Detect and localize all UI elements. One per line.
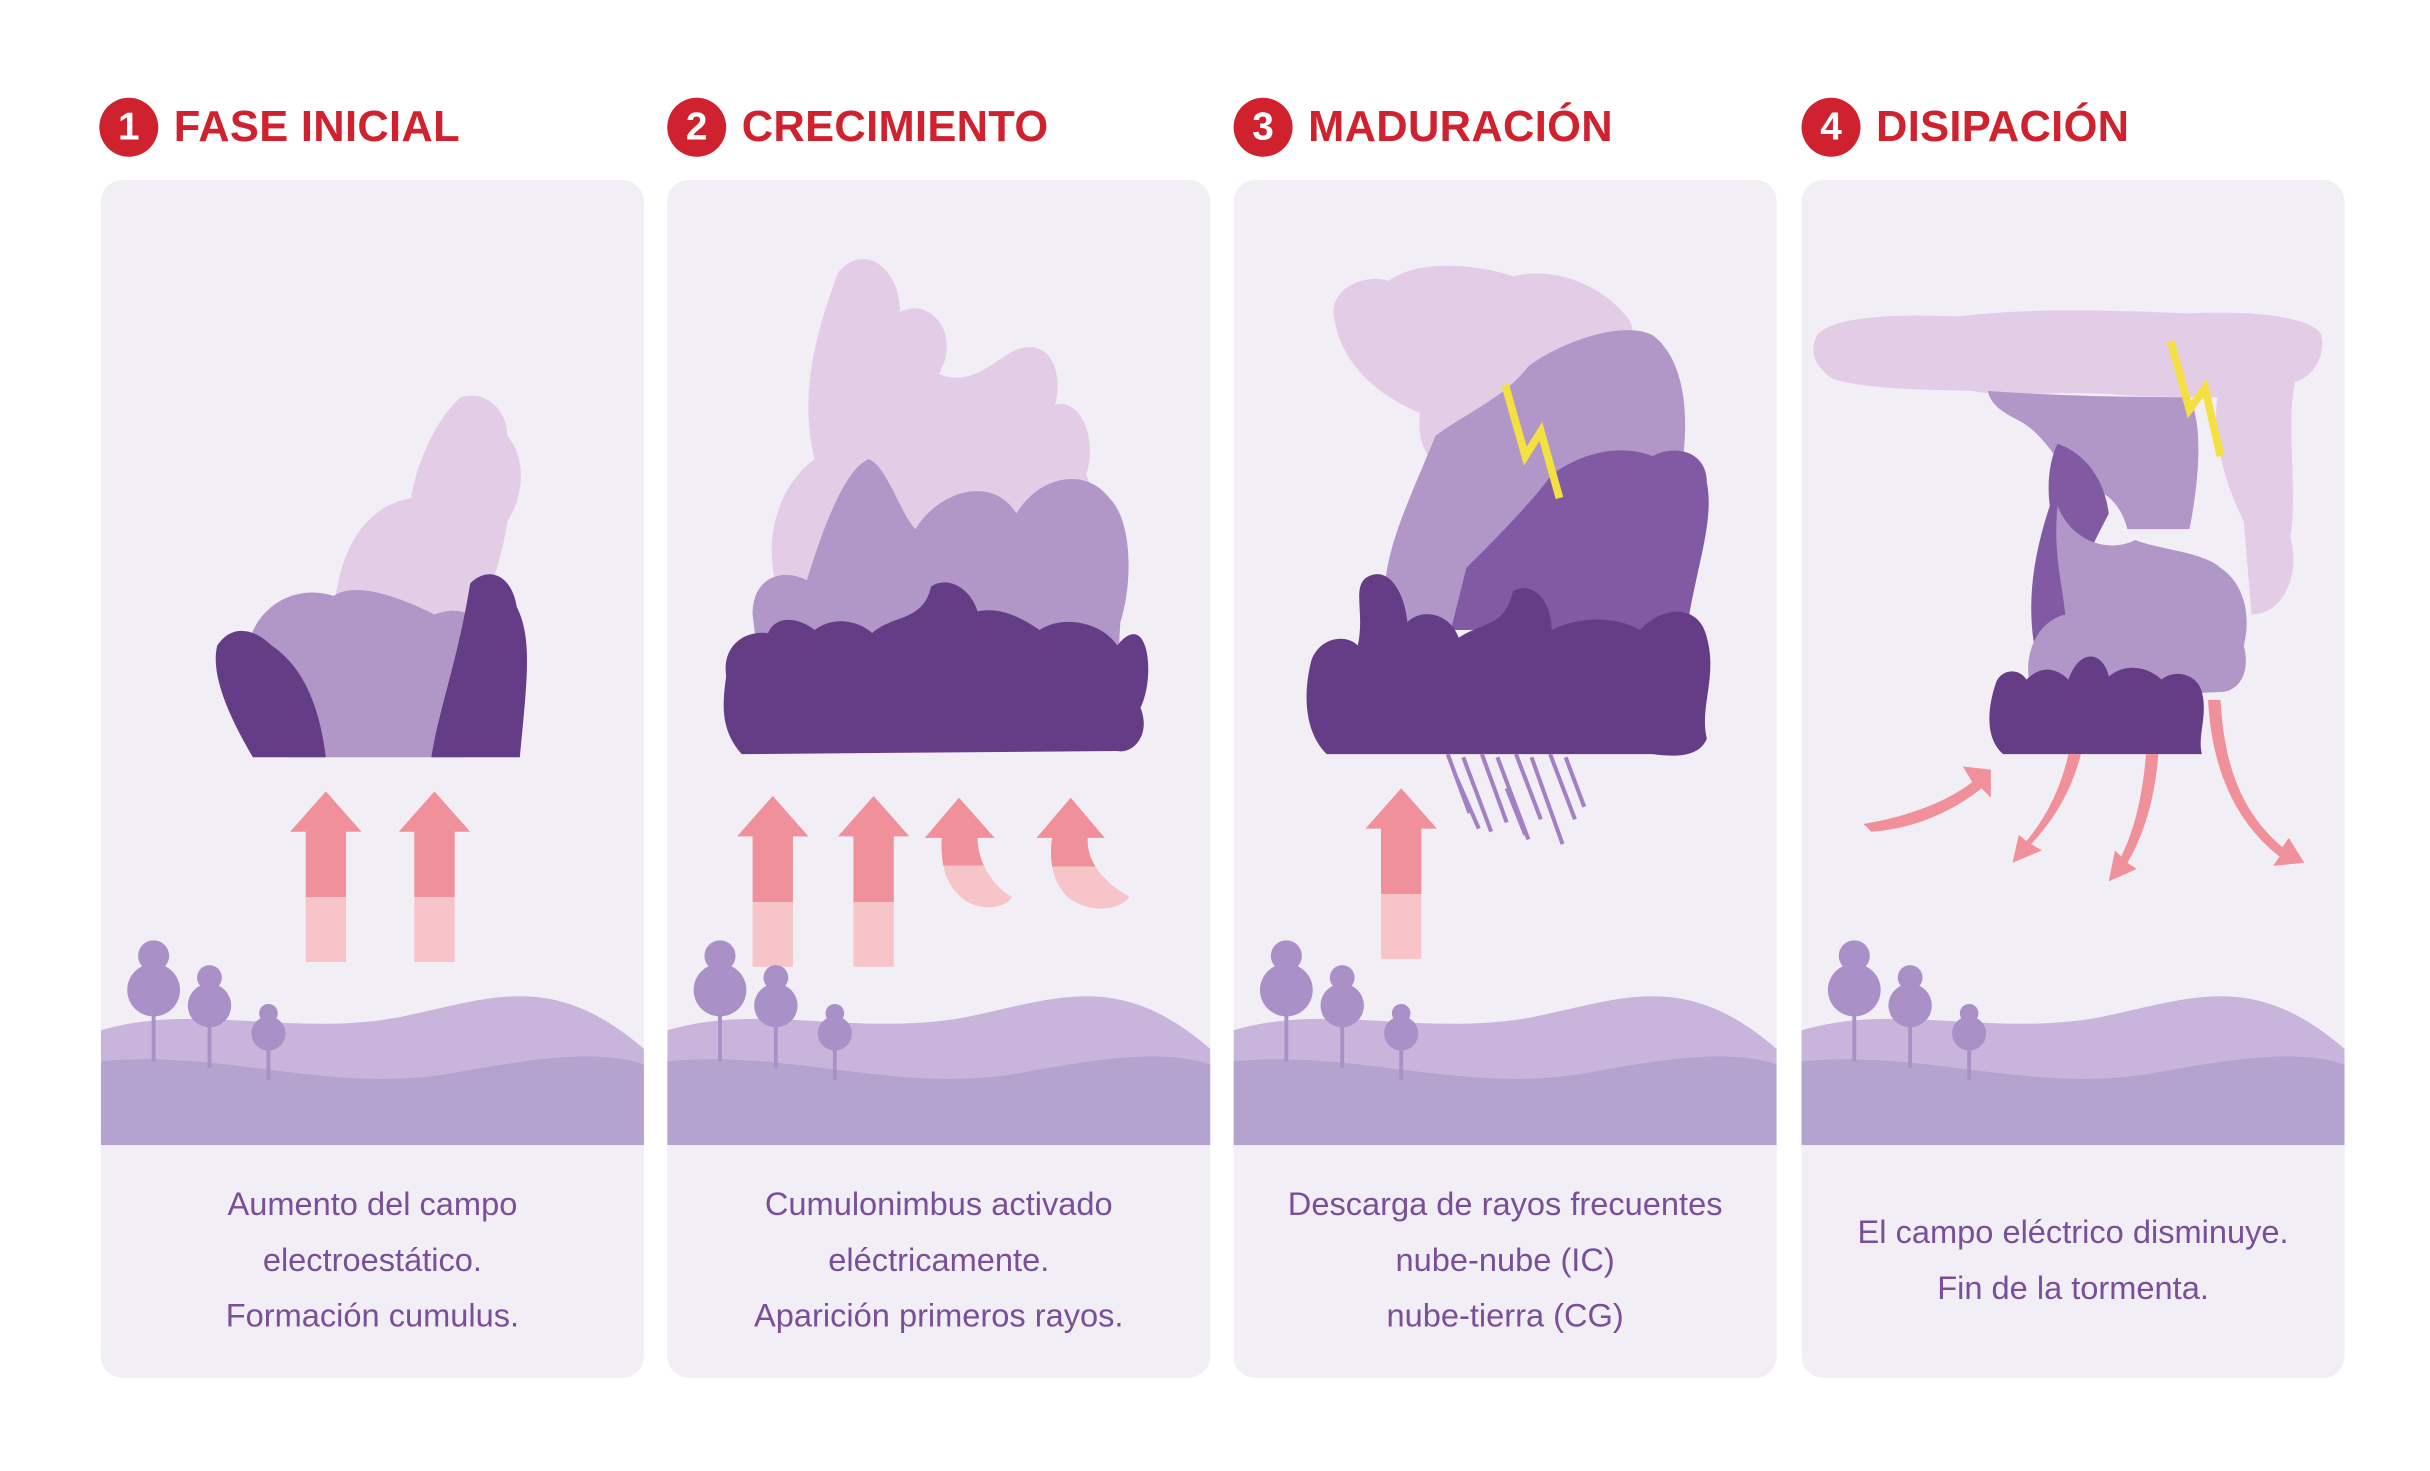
stage-3-title: MADURACIÓN: [1308, 102, 1613, 151]
stage-4-panel: El campo eléctrico disminuye. Fin de la …: [1801, 179, 2345, 1378]
stage-3-heading: 3 MADURACIÓN: [1233, 93, 1613, 161]
rain-streaks: [1445, 753, 1587, 845]
stage-2-heading: 2 CRECIMIENTO: [667, 93, 1048, 161]
updraft-arrow: [737, 796, 809, 967]
stage-1-number-badge: 1: [99, 97, 159, 157]
landscape: [100, 938, 644, 1146]
anvil-top-light: [1813, 310, 2323, 615]
cloud-column-right: [431, 574, 528, 758]
caption-line: Aparición primeros rayos.: [754, 1298, 1124, 1335]
downdraft-arrow: [2012, 754, 2081, 863]
cloud-base-dark: [1989, 656, 2204, 755]
updraft-arrow: [290, 791, 362, 963]
lightning-bolt: [1501, 383, 1564, 500]
stage-4-caption: El campo eléctrico disminuye. Fin de la …: [1802, 1145, 2345, 1378]
stage-3-caption: Descarga de rayos frecuentes nube-nube (…: [1234, 1145, 1777, 1378]
downdraft-arrow: [2208, 699, 2305, 866]
cloud-column-left: [215, 630, 326, 758]
cloud-base-dark: [723, 582, 1149, 755]
caption-line: nube-nube (IC): [1395, 1242, 1615, 1279]
stage-4-heading: 4 DISIPACIÓN: [1801, 93, 2130, 161]
landscape: [667, 938, 1211, 1146]
caption-line: Fin de la tormenta.: [1937, 1270, 2209, 1307]
stage-1-illustration: [100, 395, 644, 1146]
stage-4-number-badge: 4: [1801, 97, 1861, 157]
anvil-top-light: [1333, 265, 1634, 475]
cloud-core-deep: [1450, 450, 1709, 630]
caption-line: Aumento del campo: [227, 1187, 518, 1223]
curved-arrow: [924, 797, 1012, 908]
landscape: [1801, 938, 2345, 1146]
lightning-bolt: [2167, 340, 2225, 458]
stage-1-panel: Aumento del campo electroestático. Forma…: [100, 179, 644, 1378]
caption-line: El campo eléctrico disminuye.: [1857, 1214, 2289, 1251]
stage-3-illustration: [1233, 265, 1777, 1146]
caption-line: electroestático.: [262, 1242, 482, 1279]
downdraft-arrow: [2108, 754, 2159, 882]
stage-3-panel: Descarga de rayos frecuentes nube-nube (…: [1233, 179, 1777, 1378]
cloud-mid-upper: [1987, 391, 2199, 530]
outflow-arrow: [1863, 766, 1991, 832]
stage-1-title: FASE INICIAL: [173, 102, 460, 151]
caption-line: eléctricamente.: [828, 1242, 1050, 1279]
updraft-arrow: [837, 796, 910, 967]
stage-2-illustration: [667, 258, 1211, 1146]
stage-2-caption: Cumulonimbus activado eléctricamente. Ap…: [667, 1145, 1210, 1378]
cloud-body-mid: [2028, 505, 2247, 700]
landscape: [1233, 938, 1777, 1146]
stage-1-caption: Aumento del campo electroestático. Forma…: [101, 1145, 644, 1378]
caption-line: Cumulonimbus activado: [764, 1187, 1113, 1223]
caption-line: nube-tierra (CG): [1386, 1298, 1624, 1335]
stage-2-title: CRECIMIENTO: [741, 102, 1049, 151]
caption-line: Formación cumulus.: [225, 1298, 520, 1335]
cloud-base-dark: [1306, 574, 1711, 756]
stage-3-number-badge: 3: [1233, 97, 1293, 157]
stage-4-title: DISIPACIÓN: [1876, 102, 2130, 151]
stage-4-illustration: [1801, 310, 2345, 1146]
stage-1-heading: 1 FASE INICIAL: [99, 93, 460, 161]
caption-line: Descarga de rayos frecuentes: [1287, 1187, 1723, 1223]
stage-2-panel: Cumulonimbus activado eléctricamente. Ap…: [667, 179, 1211, 1378]
updraft-arrow: [398, 791, 471, 963]
curved-arrow: [1036, 797, 1130, 909]
stage-2-number-badge: 2: [667, 97, 727, 157]
updraft-arrow: [1365, 788, 1437, 959]
